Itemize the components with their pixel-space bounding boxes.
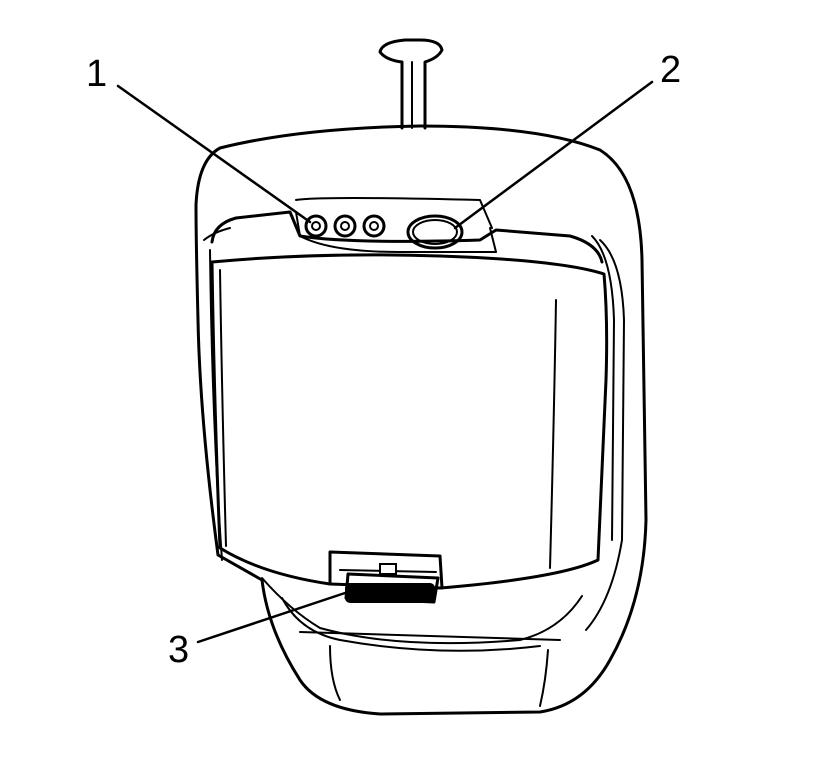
audio-video-input-jacks[interactable]	[304, 214, 386, 238]
jack-3[interactable]	[362, 214, 386, 238]
leader-line-3	[196, 590, 350, 644]
callout-label-2: 2	[660, 49, 681, 91]
leader-line-1	[116, 84, 312, 224]
jack-1[interactable]	[304, 214, 328, 238]
control-strip	[210, 197, 604, 264]
latch-tab-grip[interactable]	[345, 583, 435, 603]
display-release-button[interactable]	[406, 214, 464, 250]
screen-release-latch-tab[interactable]	[344, 563, 440, 604]
jack-2[interactable]	[333, 214, 357, 238]
leader-line-2	[453, 80, 654, 230]
lower-bezel	[261, 577, 583, 707]
mounting-post	[378, 38, 444, 130]
callout-label-3: 3	[168, 629, 189, 671]
display-screen	[210, 253, 609, 590]
callout-label-1: 1	[86, 53, 107, 95]
